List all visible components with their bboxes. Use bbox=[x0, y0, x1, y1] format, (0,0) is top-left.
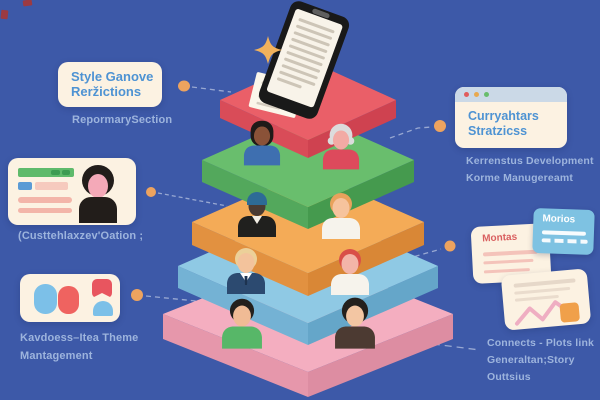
browser-dot-green-icon bbox=[484, 92, 489, 97]
text-line-placeholder bbox=[483, 258, 534, 265]
style-caption: RepormarySection bbox=[72, 114, 173, 126]
style-card: Style Ganove Reržictions bbox=[58, 62, 162, 107]
text-line-placeholder bbox=[541, 230, 587, 236]
avatar-pink-left bbox=[222, 298, 262, 349]
style-card-title-line1: Style Ganove bbox=[71, 69, 154, 84]
avatar-blue-right bbox=[331, 249, 369, 295]
theme-card bbox=[20, 274, 120, 322]
text-line-placeholder bbox=[18, 197, 72, 203]
corner-marks bbox=[0, 0, 33, 20]
style-card-title-line2: Reržictions bbox=[71, 84, 142, 100]
line-chart-icon bbox=[514, 300, 580, 326]
profile-avatar-body bbox=[79, 197, 117, 223]
strategy-card-title-line1: Curryahtars bbox=[468, 109, 539, 123]
notes-cream-card-title: Montas bbox=[481, 231, 518, 245]
connector-custom-dot bbox=[146, 187, 156, 197]
browser-dot-red-icon bbox=[464, 92, 469, 97]
tablet-document-icon bbox=[258, 1, 350, 119]
avatar-orange-right bbox=[322, 193, 360, 239]
green-bar bbox=[18, 168, 74, 177]
avatar-orange-left bbox=[238, 192, 276, 237]
text-line-placeholder bbox=[18, 208, 72, 213]
notes-chart-card bbox=[500, 268, 592, 331]
avatar-pink-right bbox=[335, 297, 375, 349]
connector-strategy-dot bbox=[434, 120, 446, 132]
strategy-card-title-line2: Stratzicss bbox=[468, 123, 528, 138]
browser-dot-orange-icon bbox=[474, 92, 479, 97]
connects-caption-line1: Connects - Plots link bbox=[487, 337, 594, 349]
theme-caption-line2: Mantagement bbox=[20, 349, 93, 362]
strategy-caption-line2: Korme Manugereamt bbox=[466, 172, 573, 184]
text-line-placeholder bbox=[483, 268, 530, 274]
connects-caption-line2: Generaltan;Story Outtsius bbox=[487, 354, 575, 383]
browser-header bbox=[455, 87, 567, 102]
text-line-placeholder bbox=[513, 278, 576, 288]
connector-notes-dot bbox=[444, 240, 456, 252]
avatar-blue-left bbox=[227, 248, 265, 294]
connector-strategy-line bbox=[389, 126, 433, 139]
customization-caption: (Custtehlaxzev'Oation ; bbox=[18, 230, 144, 242]
connectors bbox=[145, 86, 481, 351]
green-bar-segment bbox=[62, 170, 70, 175]
notes-blue-card: Morios bbox=[532, 207, 595, 256]
text-line-placeholder bbox=[482, 249, 539, 256]
blue-dome-shape bbox=[93, 301, 113, 316]
avatar-green-left bbox=[243, 120, 281, 166]
customization-card bbox=[8, 158, 136, 225]
pink-chip bbox=[35, 182, 68, 190]
notes-blue-card-title: Morios bbox=[542, 213, 576, 226]
red-flag-shape bbox=[92, 279, 112, 298]
connector-style-line bbox=[191, 86, 232, 93]
connector-style-dot bbox=[178, 80, 190, 92]
strategy-caption-line1: Kerrenstus Development bbox=[466, 155, 594, 167]
blue-blob-shape bbox=[34, 284, 57, 314]
profile-avatar-face bbox=[88, 174, 108, 198]
connector-dots bbox=[131, 80, 456, 301]
text-line-placeholder bbox=[541, 238, 588, 244]
connector-custom-line bbox=[157, 192, 228, 207]
strategy-browser-card: Curryahtars Stratzicss bbox=[455, 87, 567, 148]
sparkle-icon bbox=[254, 36, 282, 64]
connector-notes-line bbox=[405, 248, 442, 260]
connector-theme-line bbox=[145, 295, 197, 302]
blue-chip bbox=[18, 182, 32, 190]
red-blob-shape bbox=[58, 286, 79, 314]
green-bar-segment bbox=[51, 170, 60, 175]
theme-caption-line1: Kavdoess–Itea Theme bbox=[20, 332, 139, 344]
connector-theme-dot bbox=[131, 289, 143, 301]
avatar-green-right bbox=[322, 123, 360, 170]
